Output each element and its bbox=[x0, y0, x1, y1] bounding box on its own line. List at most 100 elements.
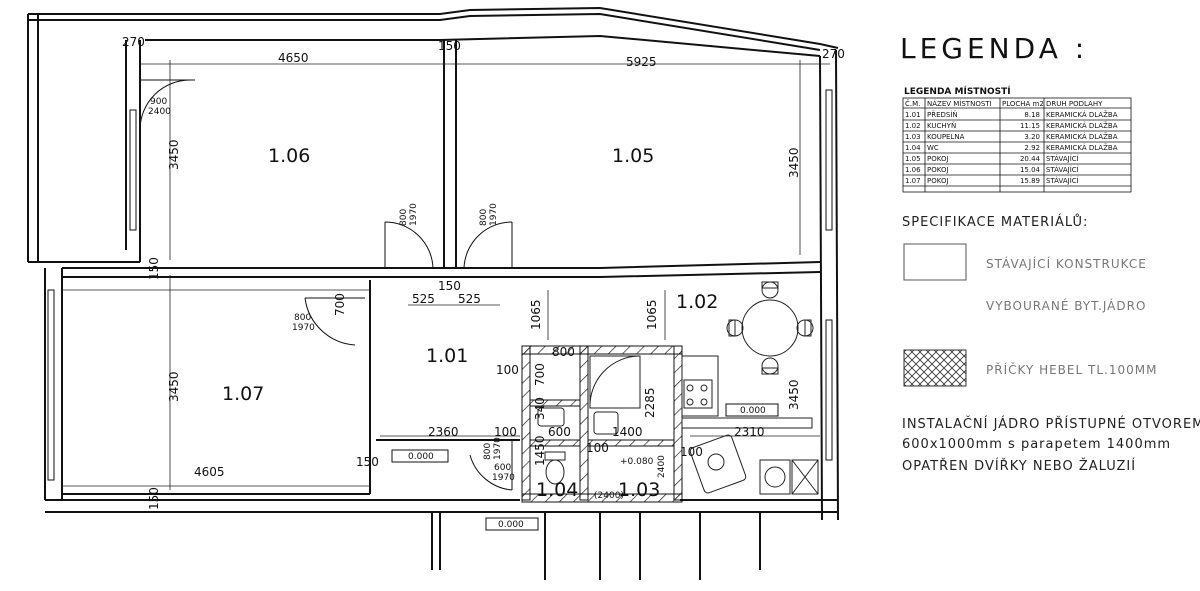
dimension-label: 1065 bbox=[529, 299, 543, 330]
outer-walls bbox=[27, 6, 839, 580]
dimension-lines bbox=[62, 60, 830, 490]
legend-table-cell: 1.06 bbox=[905, 166, 921, 174]
legend-table-cell: KERAMICKÁ DLAŽBA bbox=[1046, 121, 1118, 130]
legend-table-cell: 1.03 bbox=[905, 133, 921, 141]
dimension-label: 700 bbox=[333, 293, 347, 316]
level-label: (2400) bbox=[594, 491, 624, 501]
dimension-label: 150 bbox=[438, 39, 461, 53]
dimension-label: 150 bbox=[147, 487, 161, 510]
material-swatch-hebel bbox=[903, 349, 967, 387]
legend-table-cell: 1.01 bbox=[905, 111, 921, 119]
material-swatch-existing bbox=[903, 243, 967, 281]
legend-table-cell: KOUPELNA bbox=[927, 133, 965, 141]
dimension-label: 525 bbox=[458, 292, 481, 306]
dimension-label: 3450 bbox=[787, 147, 801, 178]
legend-table-cell: 1.04 bbox=[905, 144, 921, 152]
door-label: 800 bbox=[479, 209, 489, 226]
dimension-label: 340 bbox=[533, 397, 547, 420]
legend-table-cell: 8.18 bbox=[1024, 111, 1040, 119]
door-label: 1970 bbox=[409, 203, 419, 226]
door-label: 800 bbox=[483, 443, 493, 460]
dimension-label: 525 bbox=[412, 292, 435, 306]
dimension-label: 2360 bbox=[428, 425, 459, 439]
door-label: 800 bbox=[294, 313, 311, 323]
door-label: 1970 bbox=[292, 323, 315, 333]
door-label: 1970 bbox=[492, 473, 515, 483]
dimension-label: 270 bbox=[822, 47, 845, 61]
door-label: 1970 bbox=[493, 437, 503, 460]
legend-table-cell: 3.20 bbox=[1024, 133, 1040, 141]
dimension-label: 270 bbox=[122, 35, 145, 49]
legend-table-cell: KERAMICKÁ DLAŽBA bbox=[1046, 110, 1118, 119]
dimension-label: 100 bbox=[680, 445, 703, 459]
dimension-labels: 270 4650 150 5925 270 3450 3450 150 150 … bbox=[122, 35, 845, 510]
dimension-label: 600 bbox=[548, 425, 571, 439]
dimension-label: 100 bbox=[586, 441, 609, 455]
legend-table-cell: POKOJ bbox=[927, 177, 949, 185]
level-label: 0.000 bbox=[408, 452, 434, 462]
legend-table-cell: 20.44 bbox=[1020, 155, 1041, 163]
room-label: 1.01 bbox=[426, 345, 468, 367]
dimension-label: 1400 bbox=[612, 425, 643, 439]
door-label: 1970 bbox=[489, 203, 499, 226]
legend-table-header: PLOCHA m2 bbox=[1002, 100, 1044, 108]
legend-table-cell: KERAMICKÁ DLAŽBA bbox=[1046, 132, 1118, 141]
installation-core bbox=[521, 345, 683, 503]
dimension-label: 3450 bbox=[167, 139, 181, 170]
windows bbox=[47, 89, 833, 481]
legend-table-cell: 1.05 bbox=[905, 155, 921, 163]
dimension-label: 1450 bbox=[533, 435, 547, 466]
legend-table-cell: STÁVAJÍCÍ bbox=[1046, 154, 1079, 163]
dimension-label: 4605 bbox=[194, 465, 225, 479]
legend-title: LEGENDA : bbox=[900, 32, 1088, 65]
door-label: 600 bbox=[494, 463, 511, 473]
legend-table-cell: WC bbox=[927, 144, 939, 152]
material-label-hebel: PŘÍČKY HEBEL TL.100MM bbox=[986, 362, 1157, 377]
material-label-existing: STÁVAJÍCÍ KONSTRUKCE bbox=[986, 256, 1147, 271]
dimension-label: 700 bbox=[533, 363, 547, 386]
materials-title: SPECIFIKACE MATERIÁLŮ: bbox=[902, 214, 1088, 230]
dimension-label: 150 bbox=[147, 257, 161, 280]
room-label: 1.04 bbox=[536, 479, 578, 501]
dimension-label: 3450 bbox=[787, 379, 801, 410]
room-label: 1.07 bbox=[222, 383, 264, 405]
dimension-label: 2310 bbox=[734, 425, 765, 439]
legend-table-header: NÁZEV MÍSTNOSTI bbox=[927, 99, 992, 108]
door-label: 800 bbox=[399, 209, 409, 226]
legend-table-cell: 1.07 bbox=[905, 177, 921, 185]
legend-rooms-title: LEGENDA MÍSTNOSTÍ bbox=[904, 85, 1011, 97]
level-label: 2400 bbox=[657, 455, 667, 478]
fixtures bbox=[537, 281, 819, 495]
room-labels: 1.06 1.05 1.07 1.01 1.02 1.04 1.03 bbox=[222, 145, 718, 501]
door-label: 900 bbox=[150, 97, 167, 107]
legend-table-cell: KERAMICKÁ DLAŽBA bbox=[1046, 143, 1118, 152]
dimension-label: 150 bbox=[356, 455, 379, 469]
note-line-2: 600x1000mm s parapetem 1400mm bbox=[902, 437, 1171, 452]
legend-table-cell: 1.02 bbox=[905, 122, 921, 130]
material-label-removed: VYBOURANÉ BYT.JÁDRO bbox=[986, 298, 1146, 313]
legend: LEGENDA : LEGENDA MÍSTNOSTÍ Č.M.NÁZEV MÍ… bbox=[900, 32, 1200, 474]
dimension-label: 1065 bbox=[645, 299, 659, 330]
dimension-label: 800 bbox=[552, 345, 575, 359]
legend-table-cell: 11.15 bbox=[1020, 122, 1040, 130]
legend-table-cell: STÁVAJÍCÍ bbox=[1046, 165, 1079, 174]
legend-table bbox=[902, 97, 1132, 193]
door-swings bbox=[139, 79, 513, 491]
level-label: +0.080 bbox=[620, 457, 654, 467]
room-label: 1.06 bbox=[268, 145, 310, 167]
room-label: 1.02 bbox=[676, 291, 718, 313]
legend-table-cell: 15.04 bbox=[1020, 166, 1041, 174]
level-label: 0.000 bbox=[498, 520, 524, 530]
dimension-label: 150 bbox=[438, 279, 461, 293]
legend-table-cell: POKOJ bbox=[927, 155, 949, 163]
dimension-label: 3450 bbox=[167, 371, 181, 402]
legend-table-cell: PŘEDSÍŇ bbox=[927, 110, 958, 119]
legend-table-cell: STÁVAJÍCÍ bbox=[1046, 176, 1079, 185]
level-markers: 0.000 0.000 0.000 +0.080 2400 (2400) bbox=[391, 403, 779, 531]
dimension-label: 4650 bbox=[278, 51, 309, 65]
legend-table-header: DRUH PODLAHY bbox=[1046, 100, 1103, 108]
dimension-label: 100 bbox=[494, 425, 517, 439]
legend-table-cell: 15.89 bbox=[1020, 177, 1040, 185]
dimension-label: 5925 bbox=[626, 55, 657, 69]
